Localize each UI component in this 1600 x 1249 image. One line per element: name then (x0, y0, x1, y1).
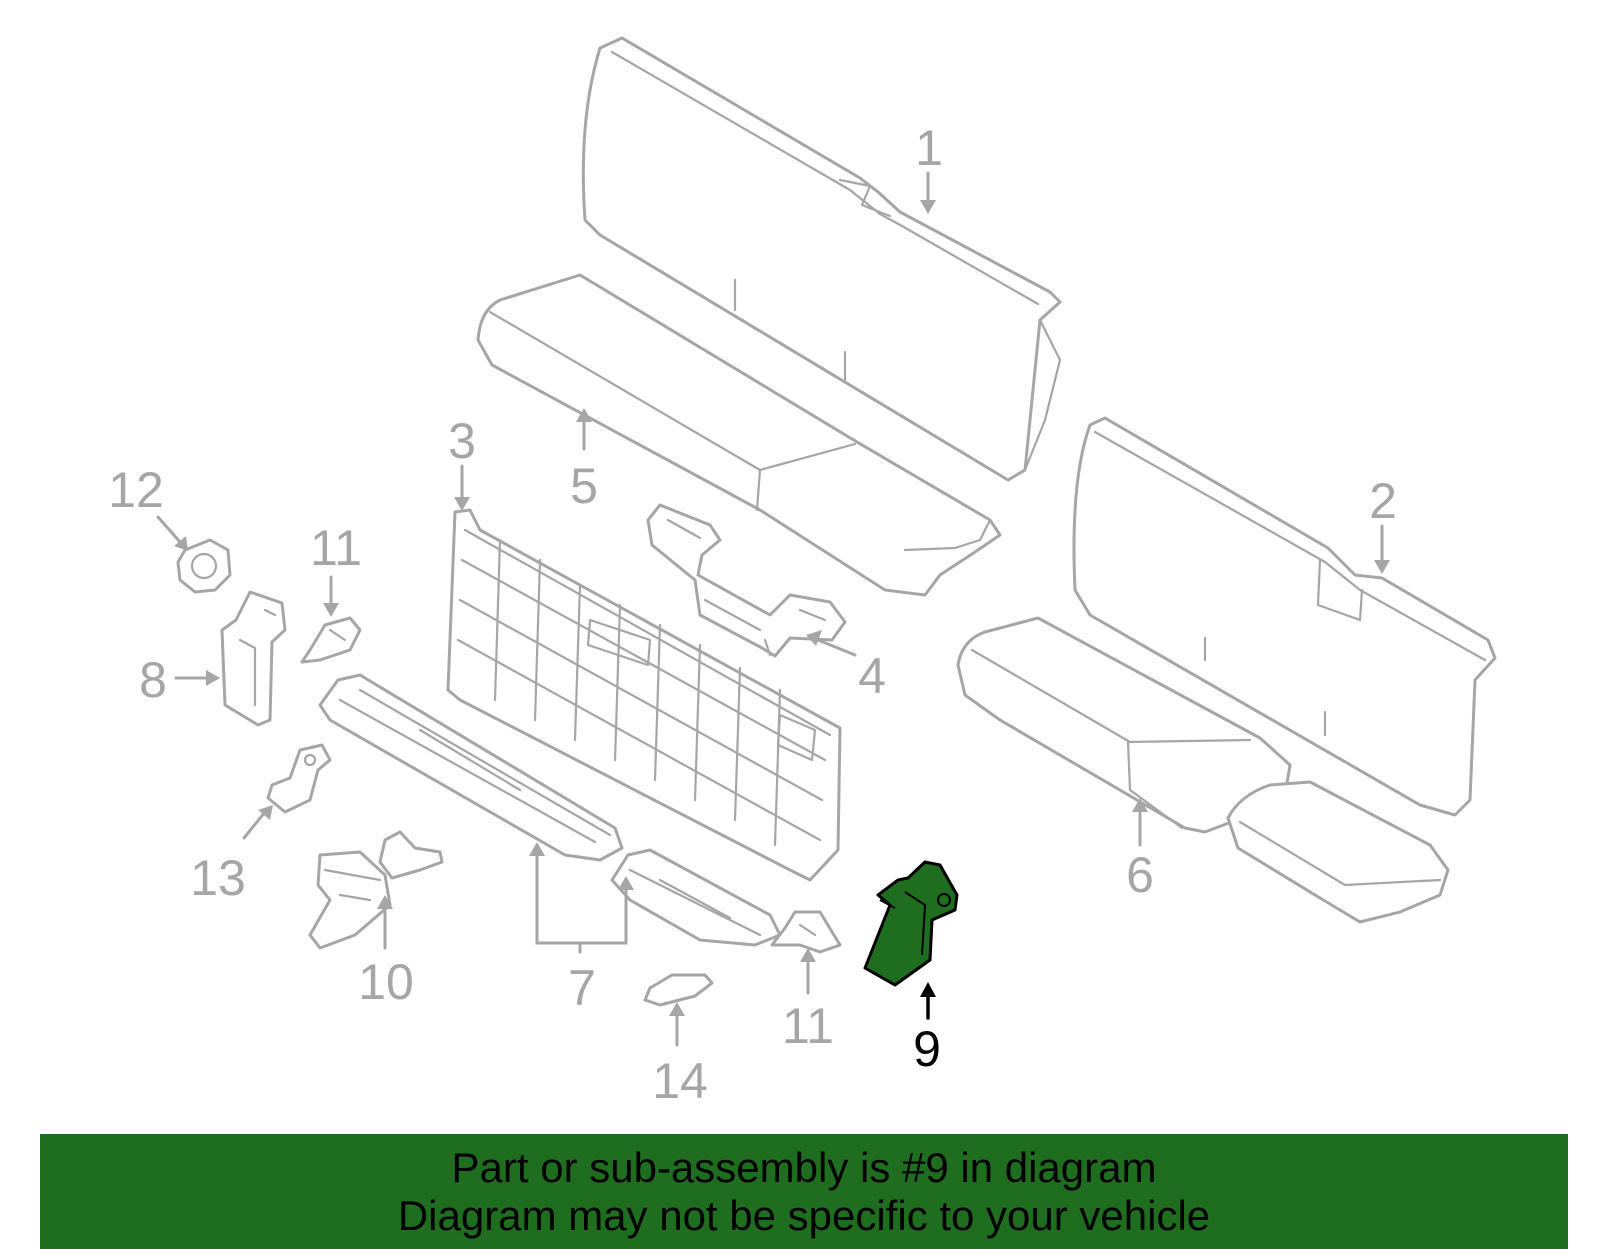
parts-diagram: 1 2 3 4 5 6 7 8 9 10 11 11 12 13 14 (108, 36, 1497, 1109)
callout-12: 12 (108, 462, 164, 518)
callout-14: 14 (652, 1053, 708, 1109)
part-12-knob (176, 538, 232, 594)
part-5-seat-cushion (476, 273, 1002, 597)
callout-1: 1 (915, 120, 943, 176)
callout-3: 3 (448, 413, 476, 469)
info-banner: Part or sub-assembly is #9 in diagram Di… (40, 1134, 1568, 1249)
part-13-bracket (266, 743, 332, 814)
callout-2: 2 (1369, 473, 1397, 529)
part-1-seat-back (581, 36, 1062, 482)
callout-9-highlighted: 9 (913, 1021, 941, 1077)
callout-13: 13 (190, 850, 246, 906)
part-11-upper-bracket (300, 616, 362, 664)
callout-4: 4 (858, 648, 886, 704)
part-7-seat-track (318, 673, 782, 947)
callout-5: 5 (570, 458, 598, 514)
banner-line-2: Diagram may not be specific to your vehi… (397, 1192, 1211, 1239)
part-14-cover (643, 973, 714, 1007)
callout-6: 6 (1126, 847, 1154, 903)
callout-10: 10 (358, 954, 414, 1010)
part-3-seat-frame (446, 508, 842, 882)
banner-line-1: Part or sub-assembly is #9 in diagram (451, 1144, 1157, 1191)
callout-8: 8 (139, 652, 167, 708)
part-10-bracket (308, 830, 444, 950)
callout-11-lower: 11 (782, 998, 834, 1054)
part-11-lower-bracket (770, 910, 842, 954)
part-4-bracket (646, 503, 847, 658)
part-8-bracket (220, 590, 287, 727)
part-9-bracket-highlighted (863, 860, 959, 987)
leader-lines (156, 171, 1390, 1047)
part-2-seat-back (1072, 416, 1497, 817)
callout-11-upper: 11 (310, 520, 362, 576)
part-6-seat-cushion (956, 616, 1450, 924)
callout-7: 7 (568, 960, 596, 1016)
